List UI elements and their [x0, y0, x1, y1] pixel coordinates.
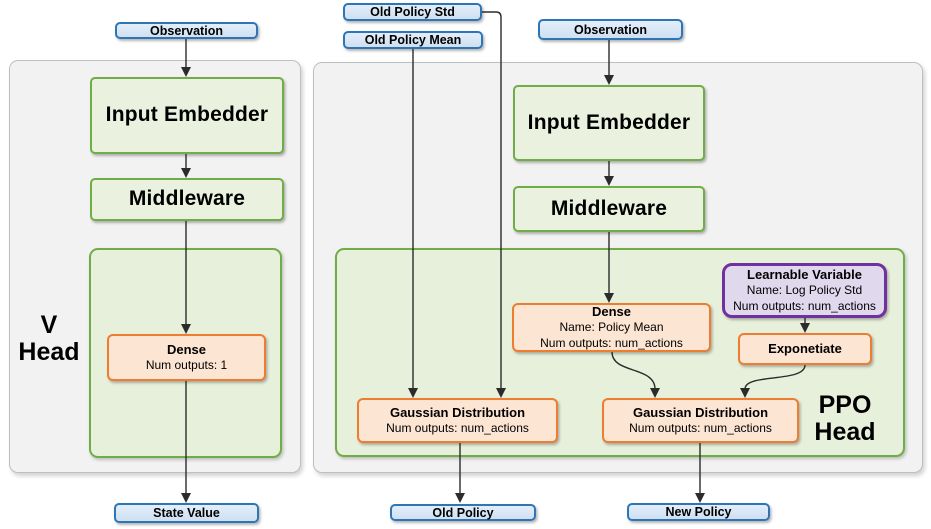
old-policy-std-label: Old Policy Std	[370, 5, 455, 19]
observation-label: Observation	[150, 23, 223, 38]
new-policy-output-box: New Policy	[627, 503, 770, 521]
state-value-output-box: State Value	[114, 503, 259, 523]
ppo-head-label-line1: PPO	[818, 391, 872, 419]
gaussian-distribution-old-policy-box: Gaussian Distribution Num outputs: num_a…	[357, 398, 558, 443]
v-head-label-line2: Head	[18, 338, 80, 366]
gaussian-num-outputs: Num outputs: num_actions	[386, 421, 529, 436]
gaussian-num-outputs: Num outputs: num_actions	[629, 421, 772, 436]
middleware-box-v-head: Middleware	[90, 178, 284, 221]
v-head-label-line1: V	[40, 311, 58, 339]
gaussian-distribution-title: Gaussian Distribution	[389, 404, 526, 420]
observation-label: Observation	[574, 22, 647, 37]
v-head-label: V Head	[10, 312, 88, 366]
old-policy-mean-input-box: Old Policy Mean	[343, 31, 483, 49]
learnable-variable-box: Learnable Variable Name: Log Policy Std …	[722, 263, 887, 318]
observation-input-box-ppo-head: Observation	[538, 19, 683, 40]
old-policy-mean-label: Old Policy Mean	[364, 33, 462, 47]
input-embedder-label: Input Embedder	[527, 110, 691, 134]
gaussian-distribution-title: Gaussian Distribution	[632, 404, 769, 420]
ppo-head-label-line2: Head	[814, 418, 876, 446]
input-embedder-box-ppo-head: Input Embedder	[513, 85, 705, 161]
old-policy-label: Old Policy	[432, 505, 494, 520]
exponetiate-label: Exponetiate	[768, 340, 842, 356]
dense-title: Dense	[166, 341, 207, 357]
old-policy-output-box: Old Policy	[390, 504, 536, 521]
learnable-variable-num-outputs: Num outputs: num_actions	[733, 298, 876, 313]
learnable-variable-name: Name: Log Policy Std	[746, 283, 863, 298]
middleware-box-ppo-head: Middleware	[513, 186, 705, 232]
state-value-label: State Value	[153, 506, 220, 520]
exponetiate-box: Exponetiate	[738, 333, 872, 365]
learnable-variable-title: Learnable Variable	[747, 266, 862, 282]
middleware-label: Middleware	[128, 187, 246, 211]
policy-mean-dense-box: Dense Name: Policy Mean Num outputs: num…	[512, 303, 711, 352]
middleware-label: Middleware	[550, 196, 668, 220]
dense-num-outputs: Num outputs: num_actions	[540, 335, 683, 350]
ppo-head-label: PPO Head	[803, 392, 887, 446]
dense-num-outputs: Num outputs: 1	[145, 358, 228, 373]
gaussian-distribution-new-policy-box: Gaussian Distribution Num outputs: num_a…	[602, 398, 799, 443]
new-policy-label: New Policy	[665, 505, 732, 519]
old-policy-std-input-box: Old Policy Std	[343, 3, 482, 21]
input-embedder-label: Input Embedder	[105, 103, 269, 127]
input-embedder-box-v-head: Input Embedder	[90, 77, 284, 154]
observation-input-box-v-head: Observation	[115, 22, 258, 39]
dense-title: Dense	[591, 303, 632, 319]
dense-box-v-head: Dense Num outputs: 1	[107, 334, 266, 381]
dense-name: Name: Policy Mean	[559, 320, 664, 335]
